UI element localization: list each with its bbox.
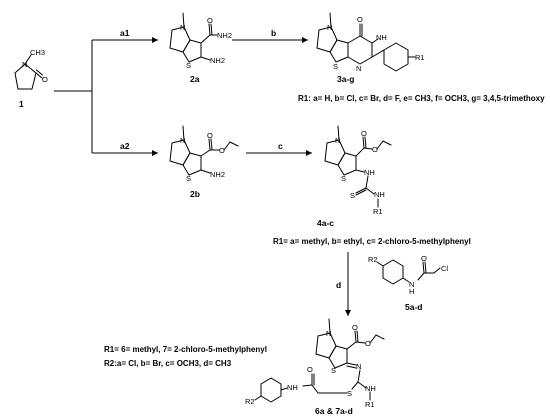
atom-s: S [350, 191, 355, 200]
compound-6-7-structure: N O O N S S NH R1 O NH R2 [245, 318, 385, 409]
atom-r1: R1 [373, 207, 383, 216]
atom-o: O [219, 146, 225, 155]
compound-5-label: 5a-d [405, 302, 422, 312]
atom-o: O [357, 15, 363, 24]
atom-o: O [42, 75, 48, 84]
atom-cl: Cl [441, 264, 448, 273]
step-a2-label: a2 [120, 141, 130, 151]
atom-o: O [307, 365, 313, 374]
step-a1-label: a1 [120, 28, 130, 38]
step-d-label: d [336, 280, 341, 290]
substituents-6-7: R1= 6= methyl, 7= 2-chloro-5-methylpheny… [104, 345, 267, 354]
atom-s: S [186, 174, 191, 183]
atom-h: H [409, 287, 414, 296]
atom-n: N [356, 64, 361, 73]
atom-o: O [372, 145, 378, 154]
atom-r2: R2 [245, 397, 255, 406]
branch-arrows [54, 37, 158, 156]
atom-n: N [326, 329, 331, 338]
compound-5-structure: R2 N H O Cl [368, 254, 448, 296]
atom-o: O [207, 131, 213, 140]
atom-o: O [352, 323, 358, 332]
atom-n: N [180, 136, 185, 145]
atom-nh: NH [364, 168, 375, 177]
compound-1-structure: N CH3 O [14, 48, 48, 90]
atom-nh: NH [374, 190, 385, 199]
atom-s: S [331, 366, 336, 375]
atom-nh: NH [287, 383, 298, 392]
compound-2b-label: 2b [190, 189, 200, 199]
atom-o: O [421, 254, 427, 263]
atom-s: S [333, 62, 338, 71]
atom-nh: NH [365, 384, 376, 393]
compound-3-structure: N O NH N S R1 [316, 12, 425, 73]
atom-n: N [409, 280, 414, 289]
step-b-label: b [271, 28, 276, 38]
compound-2a-structure: N O NH2 NH2 S [169, 12, 232, 70]
atom-n: N [335, 136, 340, 145]
atom-nh2: NH2 [217, 31, 232, 40]
atom-r1: R1 [415, 53, 425, 62]
compound-1-label: 1 [19, 99, 24, 109]
atom-n: N [327, 23, 332, 32]
compound-4-label: 4a-c [317, 218, 334, 228]
atom-s: S [341, 174, 346, 183]
atom-o: O [207, 16, 213, 25]
atom-o: O [361, 129, 367, 138]
atom-nh2: NH2 [210, 170, 225, 179]
atom-s: S [186, 61, 191, 70]
compound-4-structure: N O O NH S NH R1 S [324, 125, 392, 216]
compound-6-7-label: 6a & 7a-d [315, 406, 353, 416]
compound-2b-structure: N O O NH2 S [169, 125, 239, 183]
atom-n: N [180, 23, 185, 32]
compound-2a-label: 2a [190, 74, 200, 84]
substituents-3: R1: a= H, b= Cl, c= Br, d= F, e= CH3, f=… [298, 94, 545, 103]
atom-ch3: CH3 [30, 48, 45, 57]
atom-r1: R1 [365, 400, 375, 409]
atom-n: N [356, 362, 361, 371]
compound-3-label: 3a-g [337, 74, 354, 84]
atom-nh: NH [376, 33, 387, 42]
atom-s: S [347, 389, 352, 398]
atom-nh2: NH2 [210, 56, 225, 65]
atom-r2: R2 [368, 255, 378, 264]
step-c-label: c [278, 141, 283, 151]
atom-o: O [365, 339, 371, 348]
substituents-4: R1= a= methyl, b= ethyl, c= 2-chloro-5-m… [273, 237, 471, 246]
substituents-5: R2:a= Cl, b= Br, c= OCH3, d= CH3 [104, 359, 232, 368]
atom-n: N [22, 60, 27, 69]
